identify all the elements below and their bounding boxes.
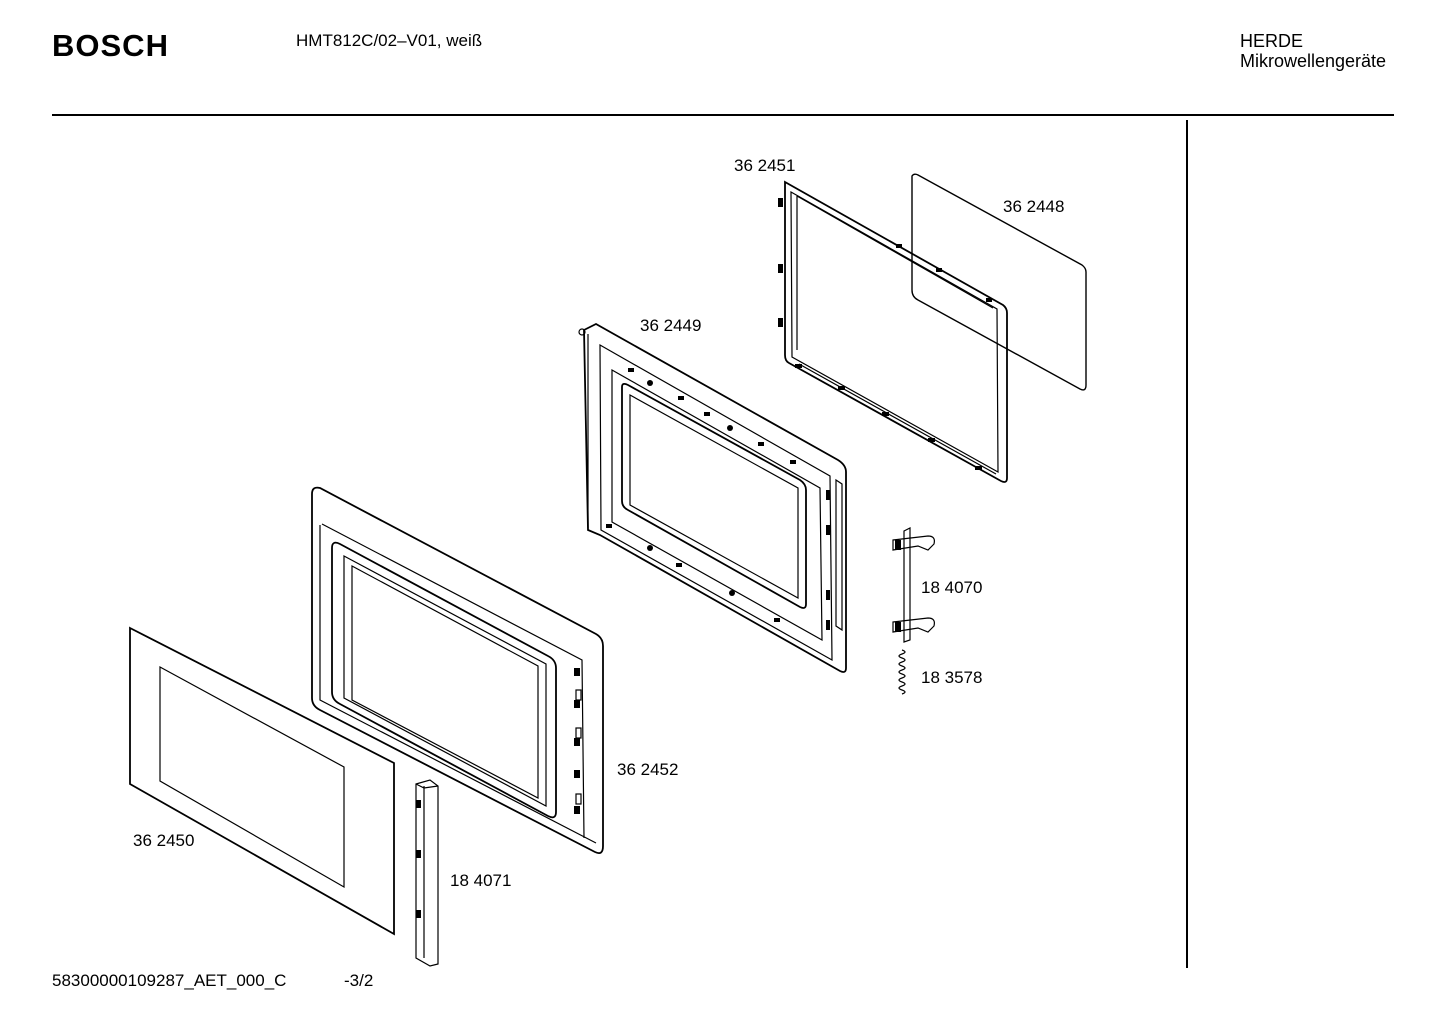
model-number: HMT812C/02–V01, weiß — [296, 31, 483, 50]
side-divider — [1186, 120, 1188, 968]
category-line-2: Mikrowellengeräte — [1240, 51, 1387, 71]
part-spring — [898, 649, 906, 695]
category-line-1: HERDE — [1240, 31, 1304, 51]
header-divider — [52, 114, 1394, 116]
part-inner-frame — [778, 180, 1008, 483]
part-glass-panel — [911, 173, 1087, 391]
page-number: -3/2 — [344, 971, 374, 990]
part-door-frame — [578, 322, 847, 673]
part-trim-strip — [415, 779, 439, 967]
part-label-36-2450: 36 2450 — [133, 831, 195, 850]
part-outer-frame — [311, 486, 604, 855]
document-code: 58300000109287_AET_000_C — [52, 971, 287, 990]
part-label-36-2451: 36 2451 — [734, 156, 796, 175]
category: HERDE Mikrowellengeräte — [1240, 31, 1386, 71]
part-label-18-4070: 18 4070 — [921, 578, 983, 597]
brand-logo: BOSCH — [52, 28, 169, 63]
part-label-36-2448: 36 2448 — [1003, 197, 1065, 216]
part-label-36-2452: 36 2452 — [617, 760, 679, 779]
part-label-36-2449: 36 2449 — [640, 316, 702, 335]
part-label-18-3578: 18 3578 — [921, 668, 983, 687]
part-front-glass — [129, 626, 395, 936]
part-latch-hook — [892, 527, 935, 643]
part-label-18-4071: 18 4071 — [450, 871, 512, 890]
